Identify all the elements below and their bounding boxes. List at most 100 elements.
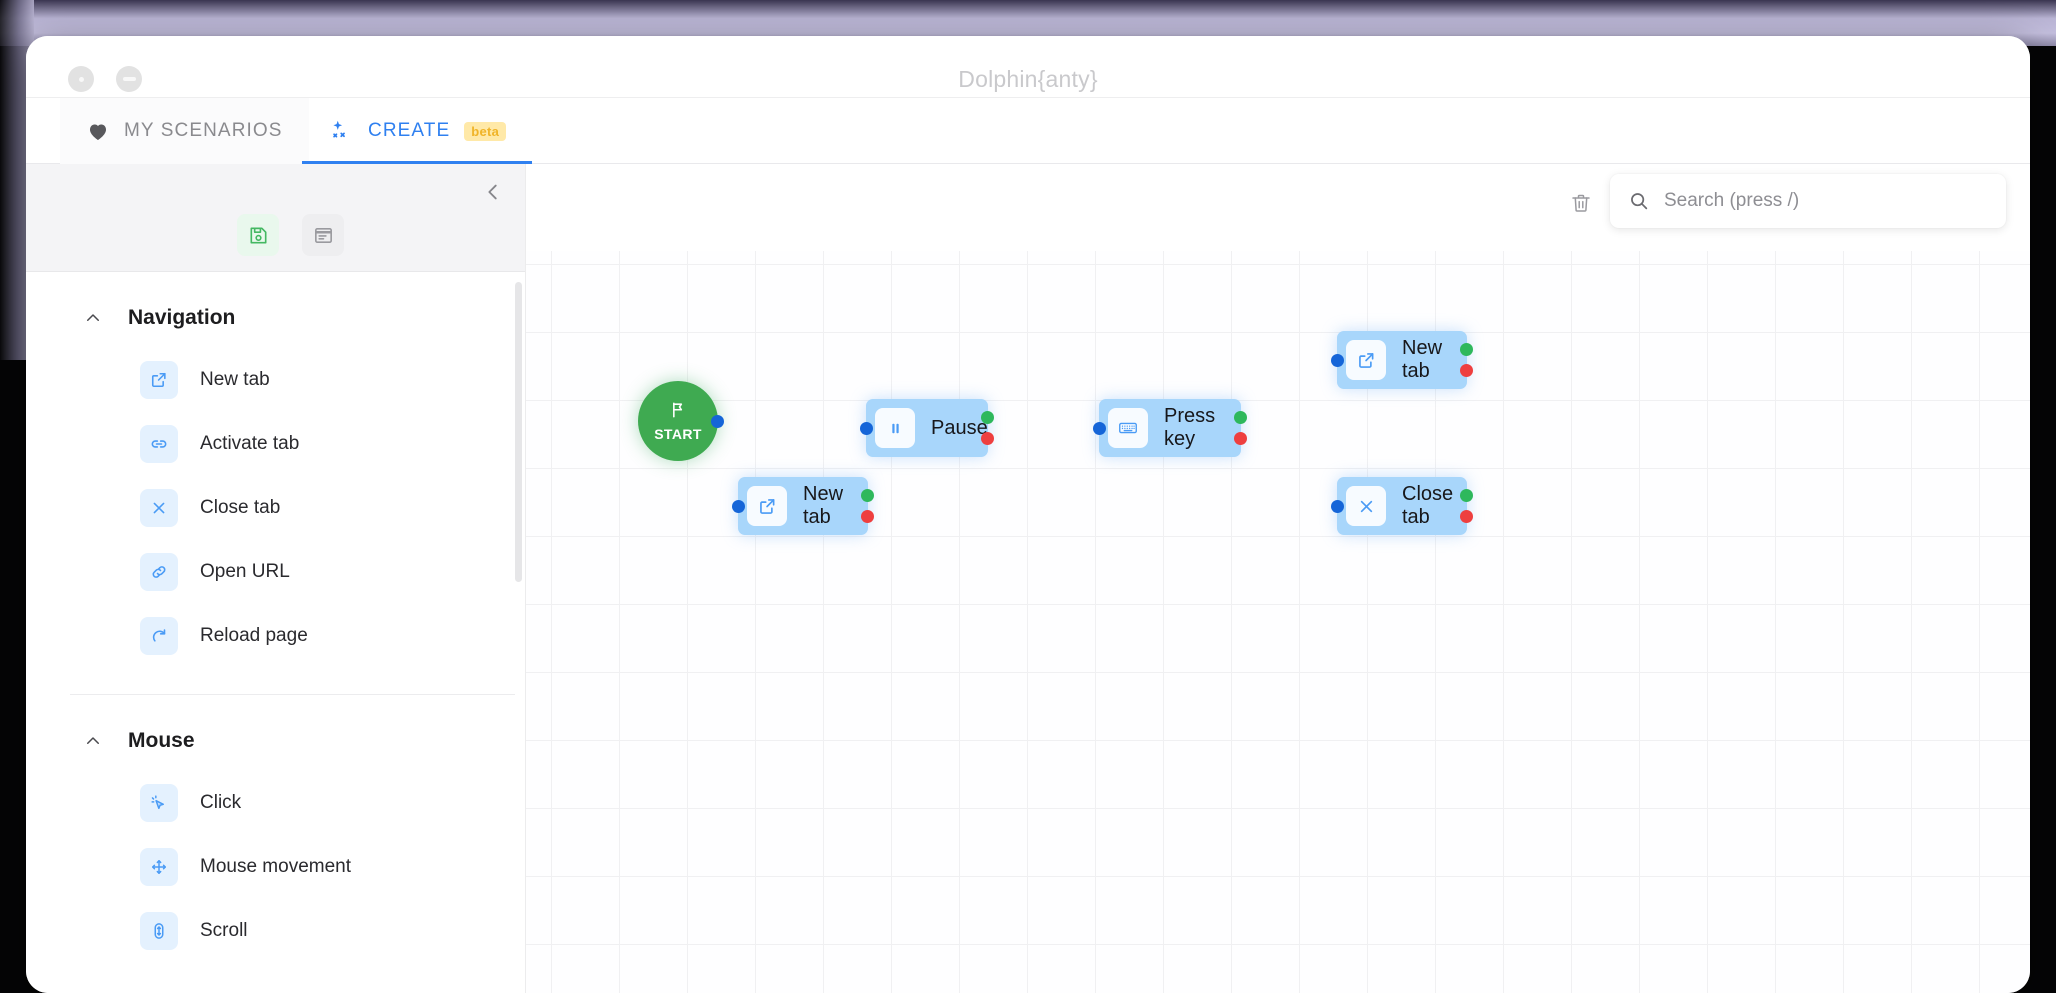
beta-badge: beta bbox=[464, 121, 507, 141]
node-pause[interactable]: Pause bbox=[860, 399, 994, 457]
chevron-up-icon bbox=[84, 309, 102, 327]
heart-icon bbox=[86, 119, 110, 143]
edge-layer bbox=[526, 251, 826, 401]
node-close-tab[interactable]: Close tab bbox=[1331, 477, 1473, 535]
fail-port[interactable] bbox=[1460, 510, 1473, 523]
external-link-icon bbox=[747, 486, 787, 526]
link-dash-icon bbox=[140, 425, 178, 463]
pause-icon bbox=[875, 408, 915, 448]
fail-port[interactable] bbox=[1460, 364, 1473, 377]
node-press-key[interactable]: Press key bbox=[1093, 399, 1247, 457]
trash-icon bbox=[1572, 194, 1590, 212]
section-header-navigation[interactable]: Navigation bbox=[26, 272, 525, 348]
sidebar-item-label: Mouse movement bbox=[200, 856, 352, 877]
collapse-sidebar-button[interactable] bbox=[475, 174, 511, 210]
sidebar-item-label: New tab bbox=[200, 369, 270, 390]
move-arrows-icon bbox=[140, 848, 178, 886]
app-window: Dolphin{anty} MY SCENARIOS bbox=[26, 36, 2030, 993]
external-link-icon bbox=[140, 361, 178, 399]
sidebar-scrollbar[interactable] bbox=[515, 282, 522, 582]
tab-create-label: CREATE bbox=[368, 120, 451, 141]
external-link-icon bbox=[1346, 340, 1386, 380]
success-port[interactable] bbox=[1460, 343, 1473, 356]
start-output-port[interactable] bbox=[711, 414, 724, 428]
input-port[interactable] bbox=[1331, 353, 1344, 367]
fail-port[interactable] bbox=[861, 510, 874, 523]
chevron-up-icon bbox=[84, 732, 102, 750]
close-dot-icon bbox=[78, 76, 84, 82]
sidebar-item-label: Scroll bbox=[200, 920, 248, 941]
tab-active-underline bbox=[302, 161, 533, 164]
node-label: Press key bbox=[1164, 405, 1216, 450]
section-header-mouse[interactable]: Mouse bbox=[26, 695, 525, 771]
layout-panel-icon bbox=[314, 227, 332, 243]
fail-port[interactable] bbox=[1234, 432, 1247, 445]
sparkle-icon bbox=[328, 118, 354, 144]
node-label: New tab bbox=[1402, 337, 1443, 382]
sidebar-item-new-tab[interactable]: New tab bbox=[26, 348, 525, 412]
sidebar-item-activate-tab[interactable]: Activate tab bbox=[26, 412, 525, 476]
sidebar-item-label: Activate tab bbox=[200, 433, 300, 454]
scroll-icon bbox=[140, 912, 178, 950]
save-icon bbox=[249, 226, 267, 244]
sidebar-item-close-tab[interactable]: Close tab bbox=[26, 476, 525, 540]
node-start[interactable]: START bbox=[638, 381, 724, 461]
sidebar-scroll-area: Navigation New tab bbox=[26, 272, 525, 993]
sidebar: Navigation New tab bbox=[26, 164, 526, 993]
success-port[interactable] bbox=[1234, 411, 1247, 424]
input-port[interactable] bbox=[1093, 421, 1106, 435]
tab-strip: MY SCENARIOS CREATE beta bbox=[26, 98, 2030, 164]
keyboard-icon bbox=[1108, 408, 1148, 448]
sidebar-item-label: Close tab bbox=[200, 497, 281, 518]
input-port[interactable] bbox=[1331, 499, 1344, 513]
start-label: START bbox=[654, 426, 702, 442]
sidebar-section-navigation: Navigation New tab bbox=[26, 272, 525, 695]
success-port[interactable] bbox=[981, 411, 994, 424]
app-title: Dolphin{anty} bbox=[958, 66, 1098, 92]
section-title-mouse: Mouse bbox=[128, 729, 195, 752]
tab-create[interactable]: CREATE beta bbox=[302, 98, 533, 164]
window-button-minimize[interactable] bbox=[116, 66, 142, 92]
node-new-tab-1[interactable]: New tab bbox=[732, 477, 874, 535]
fail-port[interactable] bbox=[981, 432, 994, 445]
scenario-canvas[interactable]: START New tab bbox=[526, 251, 2030, 993]
cursor-click-icon bbox=[140, 784, 178, 822]
tab-my-scenarios[interactable]: MY SCENARIOS bbox=[60, 98, 309, 164]
search-box[interactable] bbox=[1610, 174, 2006, 228]
chain-link-icon bbox=[140, 553, 178, 591]
success-port[interactable] bbox=[1460, 489, 1473, 502]
success-port[interactable] bbox=[861, 489, 874, 502]
sidebar-item-mouse-movement[interactable]: Mouse movement bbox=[26, 835, 525, 899]
sidebar-item-label: Reload page bbox=[200, 625, 308, 646]
sidebar-item-label: Click bbox=[200, 792, 242, 813]
node-new-tab-2[interactable]: New tab bbox=[1331, 331, 1473, 389]
input-port[interactable] bbox=[860, 421, 873, 435]
node-label: New tab bbox=[803, 483, 844, 528]
minimize-dash-icon bbox=[122, 77, 136, 81]
layout-panel-button[interactable] bbox=[302, 214, 344, 256]
reload-icon bbox=[140, 617, 178, 655]
title-bar: Dolphin{anty} bbox=[26, 36, 2030, 98]
sidebar-item-label: Open URL bbox=[200, 561, 290, 582]
close-x-icon bbox=[140, 489, 178, 527]
section-divider bbox=[70, 694, 515, 695]
input-port[interactable] bbox=[732, 499, 745, 513]
search-input[interactable] bbox=[1664, 190, 1988, 212]
save-scenario-button[interactable] bbox=[237, 214, 279, 256]
sidebar-section-mouse: Mouse Click bbox=[26, 695, 525, 963]
chevron-left-icon bbox=[488, 184, 497, 200]
trash-button[interactable] bbox=[1564, 186, 1598, 220]
close-x-icon bbox=[1346, 486, 1386, 526]
tab-my-scenarios-label: MY SCENARIOS bbox=[124, 120, 283, 141]
node-label: Close tab bbox=[1402, 483, 1454, 528]
flag-icon bbox=[668, 400, 688, 425]
sidebar-item-click[interactable]: Click bbox=[26, 771, 525, 835]
node-label: Pause bbox=[931, 416, 988, 439]
window-button-close[interactable] bbox=[68, 66, 94, 92]
sidebar-item-reload-page[interactable]: Reload page bbox=[26, 604, 525, 668]
sidebar-item-open-url[interactable]: Open URL bbox=[26, 540, 525, 604]
section-title-navigation: Navigation bbox=[128, 306, 236, 329]
sidebar-toolbar bbox=[26, 164, 525, 272]
sidebar-item-scroll[interactable]: Scroll bbox=[26, 899, 525, 963]
